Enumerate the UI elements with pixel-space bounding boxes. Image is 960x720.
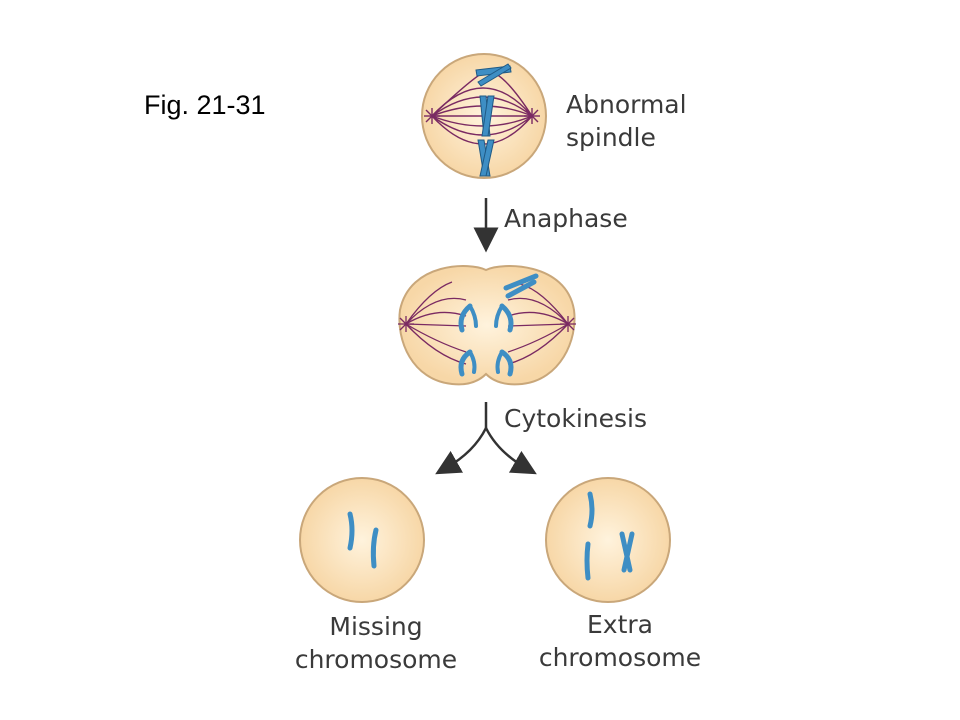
abnormal-spindle-line-1: Abnormal <box>566 90 687 119</box>
chromosomes <box>347 511 379 569</box>
anaphase-label: Anaphase <box>504 204 628 233</box>
spindle-pole-left <box>398 316 414 332</box>
spindle-pole-right <box>560 316 576 332</box>
chromosomes <box>458 273 539 377</box>
spindle-pole-left <box>424 108 440 124</box>
chromosomes <box>475 63 512 177</box>
extra-chromosome-line-2: chromosome <box>538 643 702 672</box>
abnormal-spindle-label: Abnormal spindle <box>566 88 687 154</box>
anaphase-cell <box>398 265 576 386</box>
extra-chromosome-line-1: Extra <box>587 610 653 639</box>
cell-membrane <box>545 477 671 603</box>
extra-chromosome-cell <box>545 477 671 603</box>
figure-label: Fig. 21-31 <box>144 90 266 120</box>
missing-chromosome-line-2: chromosome <box>294 645 458 674</box>
extra-chromosome-label: Extra chromosome <box>514 608 726 674</box>
spindle-pole-right <box>524 108 540 124</box>
missing-chromosome-cell <box>299 477 425 603</box>
cytokinesis-label: Cytokinesis <box>504 404 647 433</box>
abnormal-spindle-cell <box>421 53 547 179</box>
abnormal-spindle-line-2: spindle <box>566 123 656 152</box>
cytokinesis-arrows <box>435 402 537 475</box>
missing-chromosome-label: Missing chromosome <box>286 610 466 676</box>
chromosomes <box>584 491 635 581</box>
missing-chromosome-line-1: Missing <box>329 612 423 641</box>
cell-membrane <box>299 477 425 603</box>
